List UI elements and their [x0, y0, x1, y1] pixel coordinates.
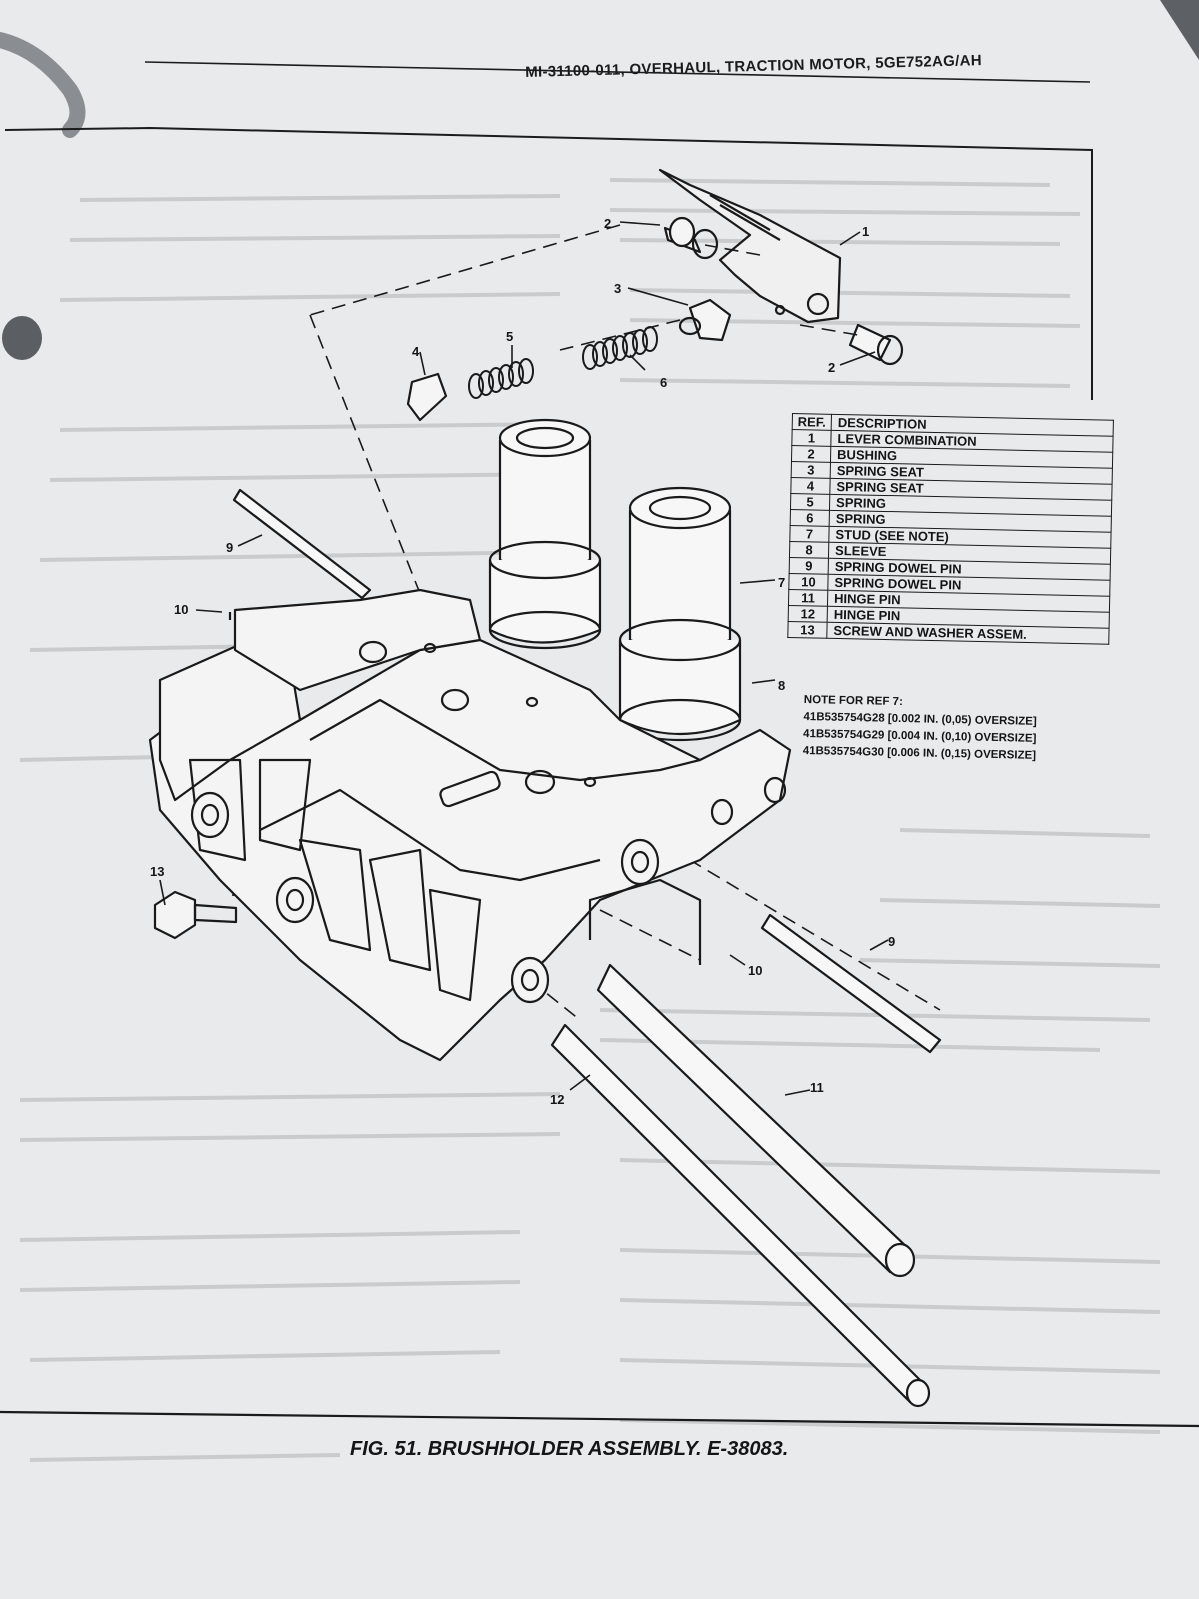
sleeve-8 [618, 486, 742, 742]
brushholder-body [148, 638, 792, 1062]
callout-12: 12 [550, 1092, 564, 1107]
ref-cell: 4 [790, 477, 831, 495]
callout-2-top: 2 [604, 216, 611, 231]
callout-11: 11 [810, 1080, 824, 1095]
callout-5: 5 [506, 329, 513, 344]
ref-cell: 6 [790, 509, 830, 527]
dowel-pin-9-left [232, 488, 372, 600]
ref-cell: 11 [788, 589, 828, 607]
callout-6: 6 [660, 375, 667, 390]
ref-cell: 1 [791, 429, 832, 447]
callout-2-right: 2 [828, 360, 835, 375]
figure-frame [4, 127, 1093, 400]
ref-cell: 9 [789, 557, 829, 575]
callout-4: 4 [412, 344, 420, 359]
spring-5 [468, 358, 534, 399]
callout-7: 7 [778, 575, 785, 590]
stud-note: NOTE FOR REF 7: 41B535754G28 [0.002 IN. … [803, 692, 1038, 765]
callout-1: 1 [862, 224, 869, 239]
ref-cell: 10 [788, 573, 829, 591]
ref-cell: 8 [789, 541, 829, 559]
ref-cell: 5 [790, 493, 830, 511]
callout-10-right: 10 [748, 963, 762, 978]
ref-cell: 12 [788, 605, 828, 623]
ref-cell: 7 [789, 525, 830, 543]
callout-13: 13 [150, 864, 164, 879]
callout-9-left: 9 [226, 540, 233, 555]
callout-3: 3 [614, 281, 621, 296]
ref-column-header: REF. [792, 413, 832, 431]
callout-10-left: 10 [174, 602, 188, 617]
figure-caption: FIG. 51. BRUSHHOLDER ASSEMBLY. E-38083. [350, 1438, 789, 1460]
brushholder-drawing [148, 168, 942, 1408]
ref-cell: 3 [791, 461, 831, 479]
ref-cell: 13 [787, 621, 828, 639]
ref-cell: 2 [791, 445, 831, 463]
dowel-pin-9-right [760, 913, 942, 1054]
callout-9-right: 9 [888, 934, 895, 949]
spring-6 [582, 326, 658, 370]
binder-hole [2, 316, 42, 360]
binder-ring [0, 32, 86, 138]
header-rule [144, 61, 1091, 83]
callout-8: 8 [778, 678, 785, 693]
callout-labels: 1 2 2 3 4 5 6 7 8 9 10 13 9 10 11 12 [150, 216, 895, 1107]
stud-7 [488, 418, 602, 650]
